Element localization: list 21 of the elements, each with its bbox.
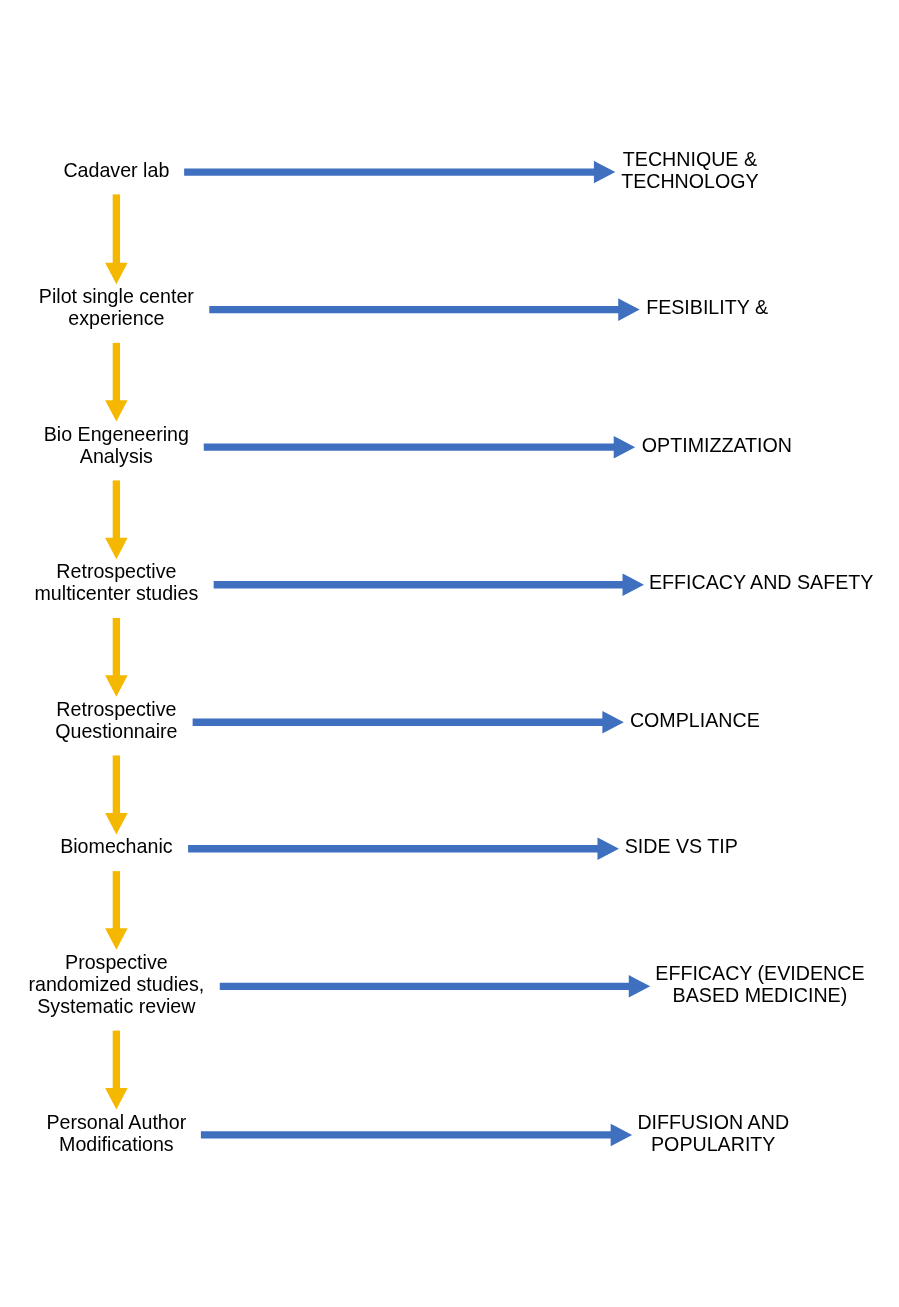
node-text: FESIBILITY & bbox=[646, 296, 769, 319]
node-text: TECHNIQUE & TECHNOLOGY bbox=[621, 147, 759, 192]
node-text: COMPLIANCE bbox=[629, 708, 760, 731]
node-text: EFFICACY AND SAFETY bbox=[648, 571, 874, 594]
node-text: Cadaver lab bbox=[63, 158, 170, 181]
node-text: OPTIMIZZATION bbox=[641, 433, 793, 456]
node-text: DIFFUSION AND POPULARITY bbox=[637, 1110, 790, 1155]
node-text: Bio Engeneering Analysis bbox=[43, 422, 189, 467]
node-text: Personal Author Modifications bbox=[46, 1110, 187, 1155]
node-text: Pilot single center experience bbox=[38, 285, 194, 330]
arrow bbox=[200, 1123, 633, 1147]
arrow bbox=[105, 617, 128, 697]
node-text: Retrospective multicenter studies bbox=[34, 560, 199, 605]
arrow bbox=[203, 435, 636, 459]
arrow bbox=[219, 975, 651, 998]
node-text: Prospective randomized studies, Systematic review bbox=[28, 950, 205, 1018]
node-text: SIDE VS TIP bbox=[624, 835, 738, 858]
node-text: Retrospective Questionnaire bbox=[55, 697, 178, 742]
node-text: EFFICACY (EVIDENCE BASED MEDICINE) bbox=[655, 961, 865, 1007]
node-text: Biomechanic bbox=[60, 835, 173, 858]
arrow bbox=[105, 342, 128, 422]
